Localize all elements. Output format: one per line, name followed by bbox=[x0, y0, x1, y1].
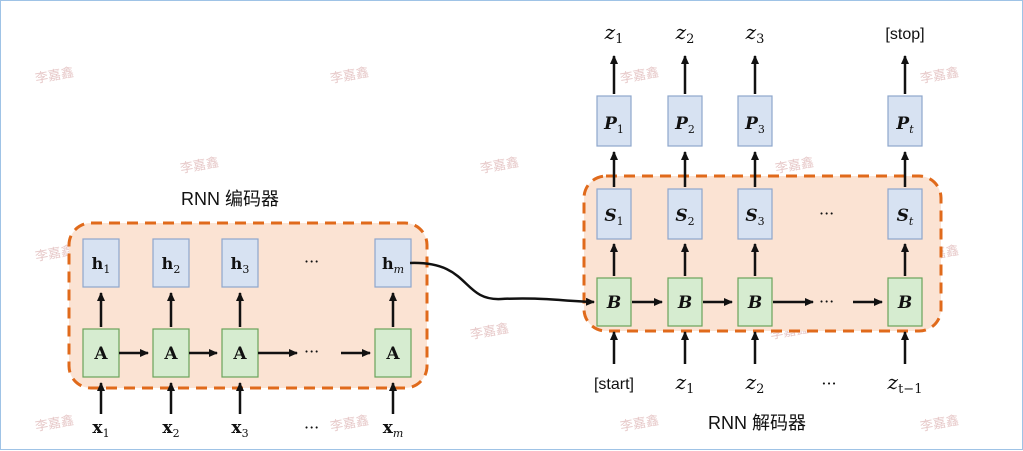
encoder-hidden-label: h3 bbox=[231, 254, 250, 276]
decoder-cell-box bbox=[887, 277, 923, 327]
decoder-state-ellipsis: ··· bbox=[819, 204, 834, 223]
watermark-text: 李嘉鑫 bbox=[34, 412, 75, 435]
decoder-state-label: S1 bbox=[604, 206, 623, 228]
watermark-text: 李嘉鑫 bbox=[619, 64, 660, 87]
decoder-output-label: z2 bbox=[675, 20, 695, 47]
encoder-hidden-label: h2 bbox=[162, 254, 181, 276]
encoder-hidden-ellipsis: ··· bbox=[304, 252, 319, 271]
decoder-state-label: S2 bbox=[675, 206, 694, 228]
decoder-prob-box bbox=[887, 95, 923, 147]
encoder-cell-box bbox=[82, 328, 120, 378]
encoder-hidden-label: h1 bbox=[92, 254, 111, 276]
decoder-prob-box bbox=[596, 95, 632, 147]
decoder-title: RNN 解码器 bbox=[708, 413, 806, 433]
encoder-input-label: x2 bbox=[162, 418, 179, 440]
watermark-text: 李嘉鑫 bbox=[34, 242, 75, 265]
decoder-cell-box bbox=[667, 277, 703, 327]
decoder-input-label: [start] bbox=[594, 376, 634, 393]
decoder-input-label: zt−1 bbox=[887, 370, 923, 397]
encoder-hidden-box bbox=[152, 238, 190, 288]
watermark-text: 李嘉鑫 bbox=[479, 154, 520, 177]
decoder-state-label: St bbox=[897, 206, 914, 228]
encoder-hidden-box bbox=[221, 238, 259, 288]
encoder-cell-box bbox=[152, 328, 190, 378]
encoder-input-label: x3 bbox=[231, 418, 248, 440]
decoder-state-box bbox=[667, 188, 703, 240]
decoder-input-ellipsis: ··· bbox=[821, 374, 836, 393]
decoder-input-label: z2 bbox=[745, 370, 765, 397]
watermark-text: 李嘉鑫 bbox=[469, 320, 510, 343]
decoder-output-label: z3 bbox=[745, 20, 765, 47]
watermark-text: 李嘉鑫 bbox=[329, 412, 370, 435]
decoder-cell-label: B bbox=[606, 293, 621, 313]
watermark-text: 李嘉鑫 bbox=[774, 154, 815, 177]
decoder-prob-label: P3 bbox=[744, 114, 765, 136]
encoder-input-label: xm bbox=[383, 418, 404, 440]
decoder-output-label: [stop] bbox=[885, 26, 924, 43]
encoder-cell-label: A bbox=[232, 344, 247, 364]
decoder-cell-label: B bbox=[747, 293, 762, 313]
decoder-cell-ellipsis: ··· bbox=[819, 292, 834, 311]
decoder-state-label: S3 bbox=[745, 206, 764, 228]
decoder-cell-box bbox=[596, 277, 632, 327]
watermark-text: 李嘉鑫 bbox=[919, 64, 960, 87]
encoder-hidden-box bbox=[82, 238, 120, 288]
watermark-text: 李嘉鑫 bbox=[619, 412, 660, 435]
decoder-cell-label: B bbox=[677, 293, 692, 313]
encoder-cell-label: A bbox=[93, 344, 108, 364]
decoder-prob-label: P2 bbox=[674, 114, 695, 136]
encoder-input-label: x1 bbox=[92, 418, 109, 440]
decoder-cell-box bbox=[737, 277, 773, 327]
decoder-state-box bbox=[737, 188, 773, 240]
encoder-cell-box bbox=[221, 328, 259, 378]
watermark-text: 李嘉鑫 bbox=[179, 154, 220, 177]
watermark-text: 李嘉鑫 bbox=[919, 412, 960, 435]
decoder-prob-label: P1 bbox=[603, 114, 624, 136]
context-connector bbox=[409, 261, 595, 306]
decoder-prob-box bbox=[667, 95, 703, 147]
encoder-cell-label: A bbox=[385, 344, 400, 364]
decoder-nodes: P1S1Bz1P2S2Bz2P3S3Bz3PtStB[stop][start]z… bbox=[594, 20, 925, 397]
encoder-title: RNN 编码器 bbox=[181, 189, 279, 209]
decoder-output-label: z1 bbox=[604, 20, 624, 47]
encoder-cell-label: A bbox=[163, 344, 178, 364]
watermark-text: 李嘉鑫 bbox=[329, 64, 370, 87]
encoder-cell-ellipsis: ··· bbox=[304, 342, 319, 361]
encoder-cell-box bbox=[374, 328, 412, 378]
encoder-hidden-label: hm bbox=[382, 254, 404, 276]
decoder-state-box bbox=[887, 188, 923, 240]
decoder-cell-label: B bbox=[897, 293, 912, 313]
decoder-state-box bbox=[596, 188, 632, 240]
decoder-input-label: z1 bbox=[675, 370, 695, 397]
watermark-text: 李嘉鑫 bbox=[34, 64, 75, 87]
encoder-input-ellipsis: ··· bbox=[304, 418, 319, 437]
decoder-prob-label: Pt bbox=[895, 114, 914, 136]
decoder-prob-box bbox=[737, 95, 773, 147]
